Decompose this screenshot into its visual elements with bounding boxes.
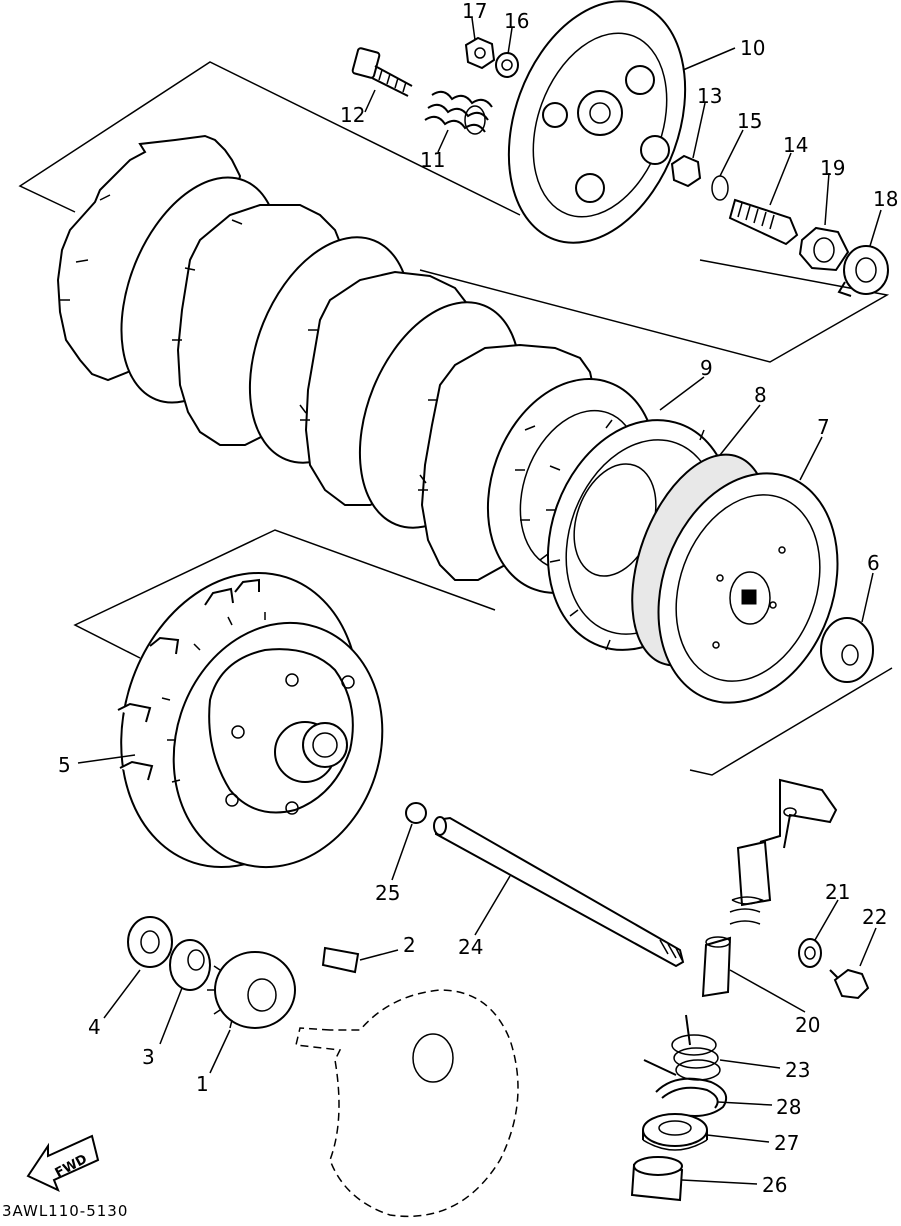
leader-lines	[77, 17, 882, 1185]
nut-4	[127, 916, 173, 968]
torsion-spring-23	[643, 1014, 721, 1081]
label-14: 14	[783, 133, 808, 157]
lock-washer-18	[837, 245, 889, 297]
washer-21	[798, 938, 822, 968]
label-9: 9	[700, 356, 713, 380]
label-24: 24	[458, 935, 483, 959]
primary-driven-gear-7	[631, 453, 839, 704]
lock-washer-3	[169, 939, 211, 991]
push-rod-24	[433, 816, 685, 968]
label-26: 26	[762, 1173, 787, 1197]
pressure-plate	[507, 0, 687, 244]
label-16: 16	[504, 9, 529, 33]
spring-11	[424, 90, 493, 135]
label-13: 13	[697, 84, 722, 108]
clutch-housing-5	[117, 571, 384, 869]
bolt-12	[351, 47, 413, 97]
steel-ball-25	[405, 802, 427, 824]
label-7: 7	[817, 415, 830, 439]
label-3: 3	[142, 1045, 155, 1069]
label-11: 11	[420, 148, 445, 172]
label-23: 23	[785, 1058, 810, 1082]
washer-16	[495, 52, 519, 78]
label-1: 1	[196, 1072, 209, 1096]
bolt-22	[829, 968, 870, 1000]
clutch-plates	[56, 134, 597, 581]
label-25: 25	[375, 881, 400, 905]
bearing-27	[642, 1113, 708, 1151]
o-ring-15	[711, 175, 729, 201]
push-lever-20	[701, 778, 838, 998]
label-21: 21	[825, 880, 850, 904]
key-2	[321, 946, 360, 974]
label-12: 12	[340, 103, 365, 127]
label-22: 22	[862, 905, 887, 929]
label-6: 6	[867, 551, 880, 575]
part-number-labels: 1 2 3 4 5 6 7 8 9 10 11 12 13 14 15 16 1…	[58, 0, 898, 1197]
primary-drive-gear-1	[207, 951, 296, 1029]
label-20: 20	[795, 1013, 820, 1037]
adjuster-screw-14	[728, 198, 799, 246]
nut-17	[464, 36, 496, 70]
collar-26	[630, 1156, 684, 1202]
circlip-28	[655, 1077, 727, 1117]
push-rod-nut-13	[670, 154, 702, 188]
lock-nut-19	[798, 226, 850, 272]
crankshaft-outline	[295, 989, 519, 1217]
label-17: 17	[462, 0, 487, 23]
label-15: 15	[737, 109, 762, 133]
label-8: 8	[754, 383, 767, 407]
fwd-arrow-icon	[26, 1134, 100, 1192]
label-18: 18	[873, 187, 898, 211]
label-2: 2	[403, 933, 416, 957]
label-10: 10	[740, 36, 765, 60]
hub-group-outline	[73, 529, 893, 776]
label-4: 4	[88, 1015, 101, 1039]
label-19: 19	[820, 156, 845, 180]
diagram-code: 3AWL110-5130	[2, 1202, 128, 1220]
label-27: 27	[774, 1131, 799, 1155]
plate-group-outline	[18, 61, 890, 363]
label-28: 28	[776, 1095, 801, 1119]
label-5: 5	[58, 753, 71, 777]
thrust-washer-6	[820, 617, 874, 683]
